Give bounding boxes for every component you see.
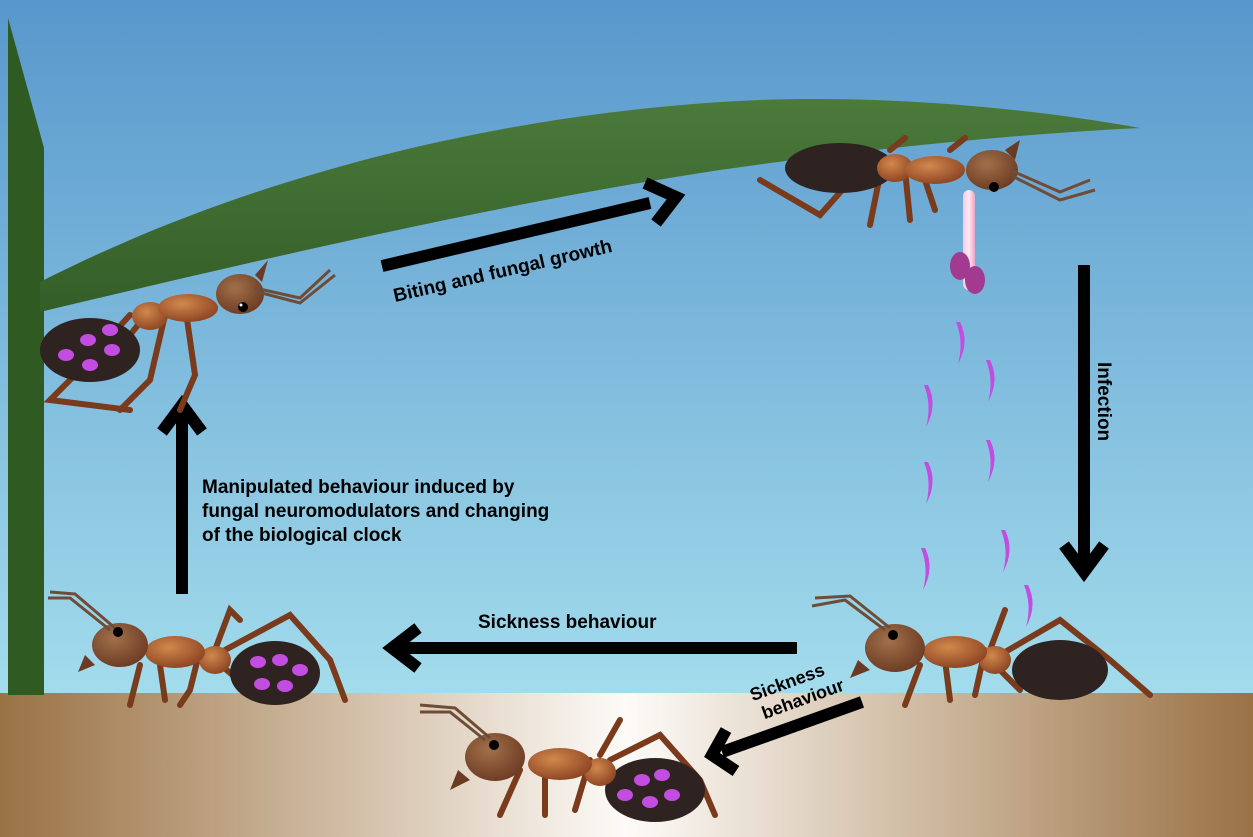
fruiting-body <box>965 266 985 294</box>
label-sickness-main: Sickness behaviour <box>478 612 657 633</box>
label-manipulated-2: fungal neuromodulators and changing <box>202 501 549 522</box>
label-infection: Infection <box>1093 362 1114 441</box>
label-manipulated-1: Manipulated behaviour induced by <box>202 477 515 498</box>
label-manipulated-3: of the biological clock <box>202 525 402 546</box>
